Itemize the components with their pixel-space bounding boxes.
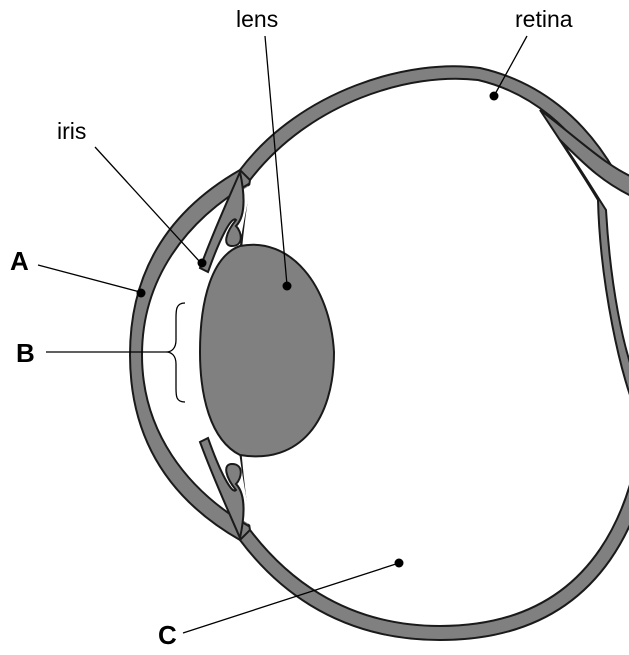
a-dot xyxy=(137,289,146,298)
a-leader xyxy=(38,265,140,292)
retina-dot xyxy=(490,92,499,101)
label-iris: iris xyxy=(57,120,86,143)
label-a: A xyxy=(10,248,29,274)
c-dot xyxy=(395,559,404,568)
label-lens: lens xyxy=(236,8,278,31)
label-retina: retina xyxy=(515,8,573,31)
label-b: B xyxy=(16,340,35,366)
iris-leader xyxy=(95,147,200,262)
iris-dot xyxy=(198,259,207,268)
lens-dot xyxy=(283,282,292,291)
label-c: C xyxy=(158,622,177,648)
